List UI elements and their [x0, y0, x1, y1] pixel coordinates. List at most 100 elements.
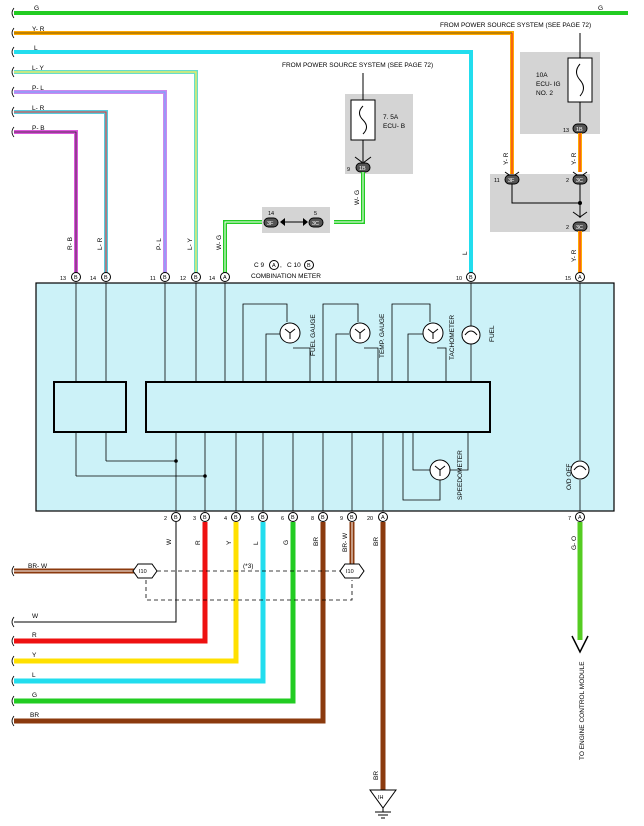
top-wire-label: L- R	[32, 105, 45, 112]
internal-wiring	[75, 283, 581, 511]
junction-pin: 13	[563, 128, 569, 134]
svg-text:B: B	[291, 515, 295, 521]
meter-main-module	[145, 381, 491, 433]
svg-text:A: A	[578, 515, 582, 521]
svg-text:13: 13	[60, 276, 66, 282]
temp-gauge-label: TEMP. GAUGE	[379, 313, 386, 358]
bottom-wire-label: BR	[30, 712, 39, 719]
wire-lr-top	[14, 110, 108, 277]
note-star3: (*3)	[243, 563, 253, 570]
connector-c9: C 9	[254, 262, 265, 269]
junction-pin: 5	[314, 211, 317, 217]
wire-label: BR- W	[342, 532, 349, 552]
wire-label: L	[253, 541, 260, 545]
svg-text:10: 10	[456, 276, 462, 282]
to-ecm-label: TO ENGINE CONTROL MODULE	[579, 661, 586, 760]
junction-pin: 2	[566, 225, 569, 231]
svg-text:B: B	[163, 275, 167, 281]
svg-text:A: A	[381, 515, 385, 521]
bottom-wire-label: Y	[32, 652, 37, 659]
combination-meter-title: COMBINATION METER	[251, 273, 321, 280]
speedometer-label: SPEEDOMETER	[457, 450, 464, 500]
connector-i10-a: I10	[132, 563, 158, 579]
svg-text:14: 14	[209, 276, 215, 282]
bottom-wire-label: G	[32, 692, 37, 699]
power-source-label-1: FROM POWER SOURCE SYSTEM (SEE PAGE 72)	[440, 22, 591, 29]
svg-text:B: B	[194, 275, 198, 281]
wire-yr-top	[14, 31, 514, 176]
junction-pin: 2	[566, 178, 569, 184]
tachometer-label: TACHOMETER	[449, 315, 456, 360]
wire-label: L- Y	[187, 238, 194, 250]
svg-text:3: 3	[193, 516, 196, 522]
od-off-label: O/D OFF	[566, 464, 573, 490]
fuel-gauge-icon	[279, 322, 301, 344]
fuse-1-name: ECU- B	[383, 123, 405, 130]
svg-text:15: 15	[565, 276, 571, 282]
junction-label: 3C	[576, 178, 583, 184]
junction-label: 3C	[312, 221, 319, 227]
svg-text:4: 4	[224, 516, 227, 522]
top-wire-label: L	[34, 45, 38, 52]
top-wire-label: G	[34, 5, 39, 12]
fuse-2-name: ECU- IG	[536, 81, 561, 88]
tachometer-icon	[422, 322, 444, 344]
svg-text:IH: IH	[378, 795, 384, 801]
svg-text:B: B	[350, 515, 354, 521]
connector-c10: C 10	[287, 262, 301, 269]
svg-text:B: B	[174, 515, 178, 521]
fuse-2-num: NO. 2	[536, 90, 553, 97]
fuel-label: FUEL	[489, 325, 496, 342]
od-off-lamp-icon	[570, 460, 590, 480]
meter-left-module	[53, 381, 127, 433]
connector-pin-a: A	[272, 263, 276, 269]
svg-text:I10: I10	[139, 569, 147, 575]
top-wire-label: P- L	[32, 85, 44, 92]
svg-text:7: 7	[568, 516, 571, 522]
wire-pb-top	[14, 130, 78, 277]
wire-label-yr-2: Y- R	[571, 152, 578, 165]
junction-label: 1B	[359, 166, 366, 172]
wire-label-yr-3: Y- R	[571, 249, 578, 262]
wire-g-bottom	[14, 522, 296, 704]
top-wire-label: Y- R	[32, 26, 45, 33]
svg-text:20: 20	[367, 516, 373, 522]
ground-wire-label: BR	[373, 771, 380, 780]
svg-text:5: 5	[251, 516, 254, 522]
svg-text:B: B	[261, 515, 265, 521]
svg-text:,: ,	[280, 262, 282, 269]
wire-label-yr-1: Y- R	[503, 152, 510, 165]
svg-text:B: B	[321, 515, 325, 521]
wire-y-bottom	[14, 522, 239, 664]
junction-pin: 9	[347, 167, 350, 173]
junction-pin: 14	[268, 211, 274, 217]
wire-label: R- B	[67, 237, 74, 250]
wire-w-bottom	[14, 522, 177, 623]
dashed-links	[145, 570, 353, 601]
wire-break-marks-bottom	[11, 565, 15, 727]
wire-r-bottom	[14, 522, 208, 644]
bottom-wire-label: L	[32, 672, 36, 679]
top-wire-label: P- B	[32, 125, 45, 132]
wire-label: BR	[373, 537, 380, 546]
wire-label: Y	[226, 540, 233, 545]
wire-label: R	[195, 540, 202, 545]
junction-pin: 11	[494, 178, 500, 184]
svg-text:B: B	[469, 275, 473, 281]
wire-label-wg: W- G	[354, 190, 361, 205]
bottom-pins: B 2 B 3 B 4 B 5 B 6 B 8 B 9 A 20 A 7	[164, 512, 585, 522]
svg-text:6: 6	[281, 516, 284, 522]
fuse-1-rating: 7. 5A	[383, 114, 399, 121]
fuel-warning-lamp-icon	[461, 325, 481, 345]
arrow-down-icon	[571, 635, 589, 654]
junction-label: 3F	[267, 221, 274, 227]
svg-text:12: 12	[180, 276, 186, 282]
wire-label: W	[166, 538, 173, 545]
fuel-gauge-label: FUEL GAUGE	[310, 314, 317, 356]
junction-label: 3C	[576, 225, 583, 231]
svg-text:B: B	[234, 515, 238, 521]
wire-pl-top	[14, 90, 167, 277]
wire-label: L- R	[97, 237, 104, 250]
fuse-2-rating: 10A	[536, 72, 548, 79]
wire-label: G- O	[571, 536, 578, 550]
